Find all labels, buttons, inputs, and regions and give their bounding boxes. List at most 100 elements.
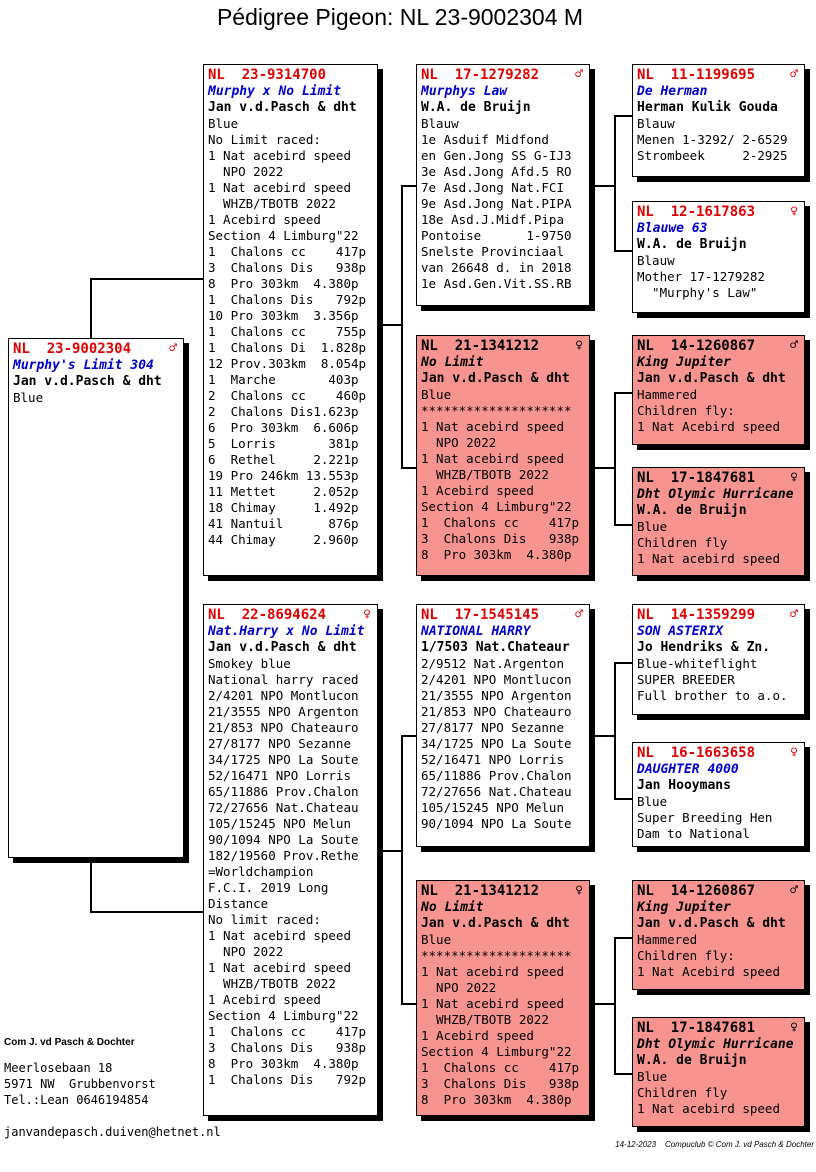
pedigree-info-line: Strombeek 2-2925 <box>637 148 788 163</box>
connector-line <box>614 937 616 1074</box>
pedigree-info-line: =Worldchampion <box>208 864 314 879</box>
pedigree-info-line: 1e Asd.Gen.Vit.SS.RB <box>421 276 572 291</box>
pedigree-info-line: 1 Nat acebird speed <box>208 148 351 163</box>
ring-number: NL 17-1279282♂ <box>421 67 585 84</box>
pigeon-name: DAUGHTER 4000 <box>637 762 739 777</box>
ring-number-text: NL 23-9314700 <box>208 67 327 83</box>
ring-number-text: NL 17-1847681 <box>637 470 756 486</box>
connector-line <box>401 1003 417 1005</box>
pedigree-info-line: Blauw <box>637 116 675 131</box>
pedigree-info-line: 3 Chalons Dis 938p <box>421 1076 580 1091</box>
pedigree-info-line: Children fly <box>637 535 728 550</box>
pedigree-info-line: 1 Nat Acebird speed <box>637 964 780 979</box>
sex-icon: ♀ <box>575 883 583 898</box>
sex-icon: ♀ <box>790 470 798 485</box>
pedigree-info-line: 1 Chalons cc 417p <box>421 1060 580 1075</box>
pedigree-info-line: 1 Marche 403p <box>208 372 359 387</box>
pedigree-info-line: 90/1094 NPO La Soute <box>421 816 572 831</box>
pedigree-info-line: 1 Acebird speed <box>421 483 534 498</box>
pedigree-info-line: "Murphy's Law" <box>637 285 758 300</box>
pedigree-info-line: Blauw <box>421 116 459 131</box>
pigeon-owner: W.A. de Bruijn <box>637 503 747 518</box>
pedigree-info-line: Blue <box>637 1069 668 1084</box>
pedigree-info-line: NPO 2022 <box>208 164 284 179</box>
pedigree-info-line: Hammered <box>637 387 698 402</box>
pigeon-owner: Herman Kulik Gouda <box>637 100 778 115</box>
connector-line <box>614 1073 632 1075</box>
pedigree-info-line: 1 Chalons Di 1.828p <box>208 340 367 355</box>
ring-number: NL 14-1260867♂ <box>637 338 800 355</box>
pedigree-info-line: 90/1094 NPO La Soute <box>208 832 359 847</box>
pigeon-name: NATIONAL HARRY <box>421 624 531 639</box>
sex-icon: ♀ <box>363 607 371 622</box>
pedigree-info-line: Blue <box>421 387 452 402</box>
pedigree-info-line: 1 Nat acebird speed <box>637 1101 780 1116</box>
pedigree-info-line: 8 Pro 303km 4.380p <box>208 276 359 291</box>
pedigree-info-line: 7e Asd.Jong Nat.FCI <box>421 180 564 195</box>
connector-line <box>401 467 417 469</box>
connector-line <box>614 115 616 251</box>
footer-phone: Tel.:Lean 0646194854 <box>4 1093 149 1107</box>
pedigree-info-line: F.C.I. 2019 Long <box>208 880 329 895</box>
pedigree-info-line: Section 4 Limburg"22 <box>208 228 359 243</box>
footer-email[interactable]: janvandepasch.duiven@hetnet.nl <box>4 1125 221 1139</box>
sex-icon: ♀ <box>790 204 798 219</box>
pedigree-info-line: Blue <box>421 932 452 947</box>
pedigree-info-line: Blue <box>637 794 668 809</box>
pigeon-name: King Jupiter <box>637 355 731 370</box>
pedigree-info-line: 27/8177 NPO Sezanne <box>421 720 564 735</box>
ring-number-text: NL 14-1359299 <box>637 607 756 623</box>
pedigree-info-line: 1 Nat acebird speed <box>208 928 351 943</box>
pedigree-info-line: NPO 2022 <box>421 435 497 450</box>
pedigree-info-line: 1 Nat acebird speed <box>421 964 564 979</box>
footer-company: Com J. vd Pasch & Dochter <box>4 1037 135 1048</box>
connector-line <box>590 185 615 187</box>
pedigree-info-line: Hammered <box>637 932 698 947</box>
pedigree-info-line: Blue <box>637 519 668 534</box>
pedigree-info-line: 21/3555 NPO Argenton <box>208 704 359 719</box>
pigeon-name: De Herman <box>637 84 708 99</box>
pedigree-info-line: 3 Chalons Dis 938p <box>421 531 580 546</box>
pedigree-info-line: 1 Acebird speed <box>208 212 321 227</box>
pedigree-info-line: Children fly: <box>637 948 735 963</box>
ring-number: NL 23-9314700 <box>208 67 373 84</box>
pedigree-info-line: 2/4201 NPO Montlucon <box>421 672 572 687</box>
sex-icon: ♂ <box>575 67 583 82</box>
pedigree-info-line: 1 Nat acebird speed <box>421 996 564 1011</box>
pedigree-info-line: 18 Chimay 1.492p <box>208 500 359 515</box>
sex-icon: ♀ <box>790 1020 798 1035</box>
footer-address-street: Meerlosebaan 18 <box>4 1061 113 1075</box>
ring-number: NL 17-1847681 ♀ <box>637 470 800 487</box>
connector-line <box>614 662 616 799</box>
connector-line <box>614 392 616 525</box>
sex-icon: ♂ <box>790 883 798 898</box>
ring-number: NL 16-1663658♀ <box>637 745 800 762</box>
pedigree-info-line: Distance <box>208 896 269 911</box>
pedigree-info-line: 8 Pro 303km 4.380p <box>421 1092 572 1107</box>
pedigree-info-line: 21/853 NPO Chateauro <box>421 704 572 719</box>
pedigree-info-line: 65/11886 Prov.Chalon <box>208 784 359 799</box>
pedigree-info-line: 1 Nat acebird speed <box>421 419 564 434</box>
ring-number: NL 23-9002304♂ <box>13 341 179 358</box>
pedigree-info-line: Super Breeding Hen <box>637 810 773 825</box>
ring-number: NL 17-1847681♀ <box>637 1020 800 1037</box>
pedigree-info-line: Snelste Provinciaal <box>421 244 564 259</box>
ring-number: NL 14-1359299♂ <box>637 607 800 624</box>
connector-line <box>614 115 632 117</box>
pedigree-info-line: 52/16471 NPO Lorris <box>208 768 351 783</box>
